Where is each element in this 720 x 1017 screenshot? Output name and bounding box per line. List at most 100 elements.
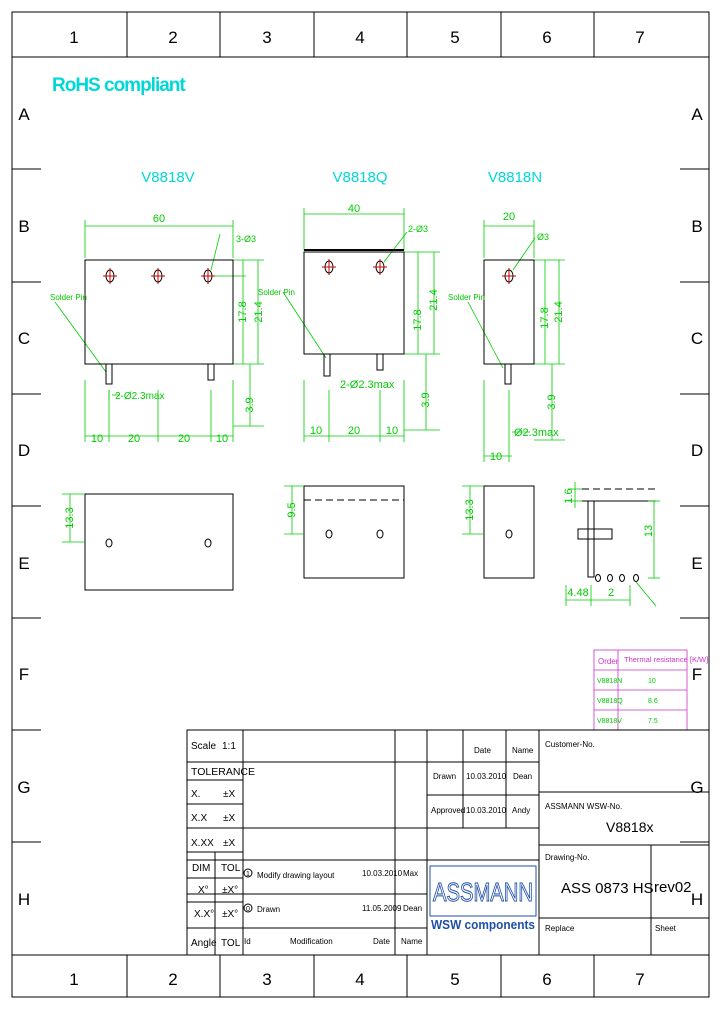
side-view: 1.6 13 4.48 2 xyxy=(563,482,660,607)
dim-side: 9.5 xyxy=(286,502,298,517)
dim-h3: 3.9 xyxy=(244,397,256,412)
col-label: 4 xyxy=(355,970,364,989)
col-label: 6 xyxy=(542,970,551,989)
v8818v-front-view: 60 3-Ø3 Solder Pin 2-Ø2.3max 10 20 20 10… xyxy=(50,213,265,445)
dim-h2: 21.4 xyxy=(553,301,565,322)
row-label: G xyxy=(690,778,703,797)
col-label: 1 xyxy=(69,970,78,989)
rev0-date: 11.05.2009 xyxy=(362,904,402,913)
dim-h1: 17.8 xyxy=(412,309,424,330)
dim-d1: 10 xyxy=(490,451,502,463)
dim-s3: 4.48 xyxy=(567,587,588,599)
rev1-mod: Modify drawing layout xyxy=(257,871,335,880)
dim-h2: 21.4 xyxy=(253,301,265,322)
dim-d3: 10 xyxy=(386,425,398,437)
dim-s1: 1.6 xyxy=(563,488,575,503)
thermal-resistance-table: Order Thermal resistance [K/W] V8818N 10… xyxy=(593,649,708,731)
approved-date: 10.03.2010 xyxy=(466,806,507,815)
view-title-v8818n: V8818N xyxy=(488,169,542,186)
col-label: 3 xyxy=(262,28,271,47)
date-header: Date xyxy=(474,746,491,755)
row-label: F xyxy=(19,665,29,684)
drawing-frame xyxy=(11,11,710,998)
dim-width: 60 xyxy=(153,213,165,225)
dim-width: 20 xyxy=(503,211,515,223)
title-block: Scale 1:1 TOLERANCE X. ±X X.X ±X X.XX ±X… xyxy=(186,729,710,956)
dim-d2: 20 xyxy=(128,433,140,445)
dim-d3: 20 xyxy=(178,433,190,445)
table-cell: 8.6 xyxy=(648,698,658,705)
logo-text: ASSMANN xyxy=(433,877,533,907)
tol-xxx-val: ±X xyxy=(223,838,235,849)
table-cell: 10 xyxy=(648,678,656,685)
table-header: Thermal resistance [K/W] xyxy=(624,655,708,664)
col-label: 4 xyxy=(355,28,364,47)
v8818q-front-view: 40 2-Ø3 Solder Pin 2-Ø2.3max 10 20 10 17… xyxy=(258,203,440,442)
dim-side: 13.3 xyxy=(64,507,76,528)
rev1-name: Max xyxy=(403,869,418,878)
dim-width: 40 xyxy=(348,203,360,215)
col-label: 5 xyxy=(450,970,459,989)
dim-holes: 3-Ø3 xyxy=(236,234,256,244)
rev-name-header: Name xyxy=(401,937,423,946)
dim-side: 13.3 xyxy=(464,499,476,520)
v8818n-front-view: 20 Ø3 Solder Pin Ø2.3max 10 17.8 21.4 3.… xyxy=(448,211,565,463)
v8818n-top-view: 13.3 xyxy=(462,485,535,579)
drawing-no-label: Drawing-No. xyxy=(545,853,589,862)
rev1-date: 10.03.2010 xyxy=(362,869,403,878)
drawn-date: 10.03.2010 xyxy=(466,772,507,781)
row-label: D xyxy=(18,441,30,460)
tol-label-2: TOL xyxy=(221,938,241,949)
dim-holes: Ø3 xyxy=(537,232,549,242)
id-header: Id xyxy=(244,937,251,946)
assmann-logo: ASSMANN WSW components xyxy=(429,865,537,932)
tol-xx: X.X xyxy=(191,813,207,824)
column-labels-bottom: 1 2 3 4 5 6 7 xyxy=(69,970,644,989)
dim-label: DIM xyxy=(192,863,210,874)
col-label: 3 xyxy=(262,970,271,989)
rev-date-header: Date xyxy=(373,937,390,946)
col-label: 7 xyxy=(635,970,644,989)
angle-label: Angle xyxy=(191,938,217,949)
row-label: B xyxy=(18,217,29,236)
row-label: A xyxy=(691,105,703,124)
row-label: E xyxy=(691,554,702,573)
dim-pin-diameter: 2-Ø2.3max xyxy=(115,391,164,402)
v8818q-top-view: 9.5 xyxy=(284,485,405,579)
rev0-mod: Drawn xyxy=(257,905,280,914)
drawn-name: Dean xyxy=(513,772,532,781)
ang-xx-val: ±X° xyxy=(222,909,238,920)
approved-name: Andy xyxy=(512,806,530,815)
dim-h1: 17.8 xyxy=(237,301,249,322)
name-header: Name xyxy=(512,746,534,755)
drawing-number: ASS 0873 HS xyxy=(561,880,654,897)
replace-label: Replace xyxy=(545,924,575,933)
row-label: H xyxy=(691,890,703,909)
dim-h2: 21.4 xyxy=(428,289,440,310)
tol-x-val: ±X xyxy=(223,789,235,800)
view-title-v8818q: V8818Q xyxy=(332,169,387,186)
part-number: V8818x xyxy=(606,819,653,835)
row-label: D xyxy=(691,441,703,460)
rev0-id: 0 xyxy=(246,906,250,913)
row-label: A xyxy=(18,105,30,124)
col-label: 2 xyxy=(168,28,177,47)
tol-xxx: X.XX xyxy=(191,838,214,849)
table-cell: 7.5 xyxy=(648,718,658,725)
dim-holes: 2-Ø3 xyxy=(408,224,428,234)
dim-d2: 20 xyxy=(348,425,360,437)
tol-label: TOL xyxy=(221,863,241,874)
table-cell: V8818N xyxy=(597,678,622,685)
dim-h3: 3.9 xyxy=(420,392,432,407)
label-solder-pin: Solder Pin xyxy=(448,293,485,302)
row-label: G xyxy=(17,778,30,797)
approved-label: Approved xyxy=(431,806,465,815)
scale-value: 1:1 xyxy=(222,741,236,752)
tolerance-label: TOLERANCE xyxy=(191,766,255,778)
row-labels-right: A B C D E F G H xyxy=(690,105,703,909)
column-labels-top: 1 2 3 4 5 6 7 xyxy=(69,28,644,47)
dim-s2: 13 xyxy=(643,525,655,537)
row-labels-left: A B C D E F G H xyxy=(17,105,30,909)
table-header: Order xyxy=(598,657,619,666)
col-label: 2 xyxy=(168,970,177,989)
